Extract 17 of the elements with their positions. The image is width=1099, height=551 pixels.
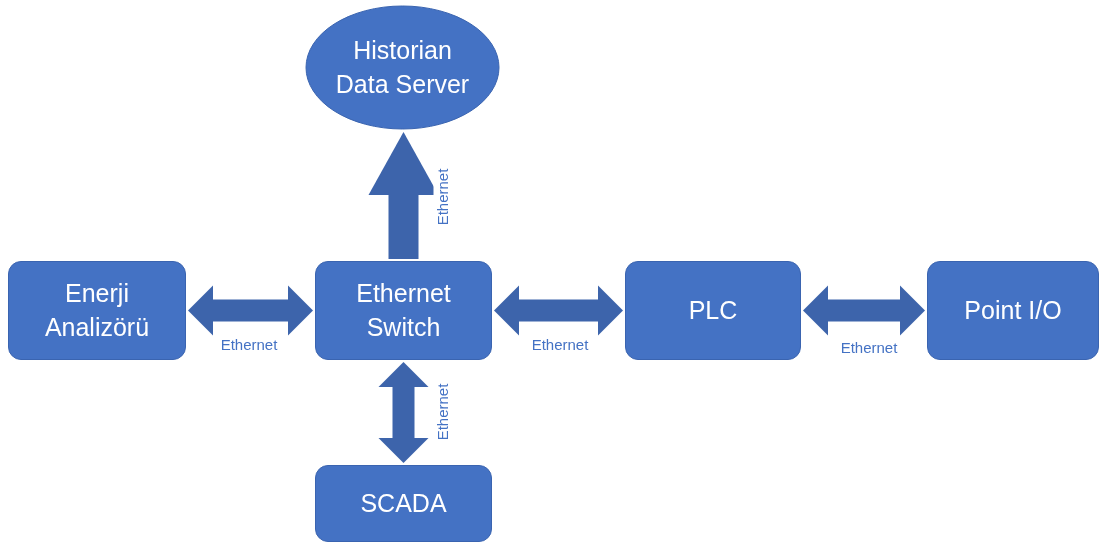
double-arrow [803,285,925,336]
process-box [8,261,186,360]
node-label: Historian Data Server [334,34,471,100]
node-label: Point I/O [964,294,1062,326]
node-label: SCADA [360,487,447,519]
double-arrow [378,362,429,463]
double-arrow [494,285,623,336]
node-label: PLC [688,294,738,326]
process-box [927,261,1099,360]
node-label: Enerji Analizörü [43,277,151,343]
process-box [625,261,801,360]
edge-label: Ethernet [433,167,451,227]
node-label: Ethernet Switch [355,277,452,343]
process-box [315,261,492,360]
server-ellipse [305,5,500,130]
process-box [315,465,492,542]
double-arrow [188,285,313,336]
